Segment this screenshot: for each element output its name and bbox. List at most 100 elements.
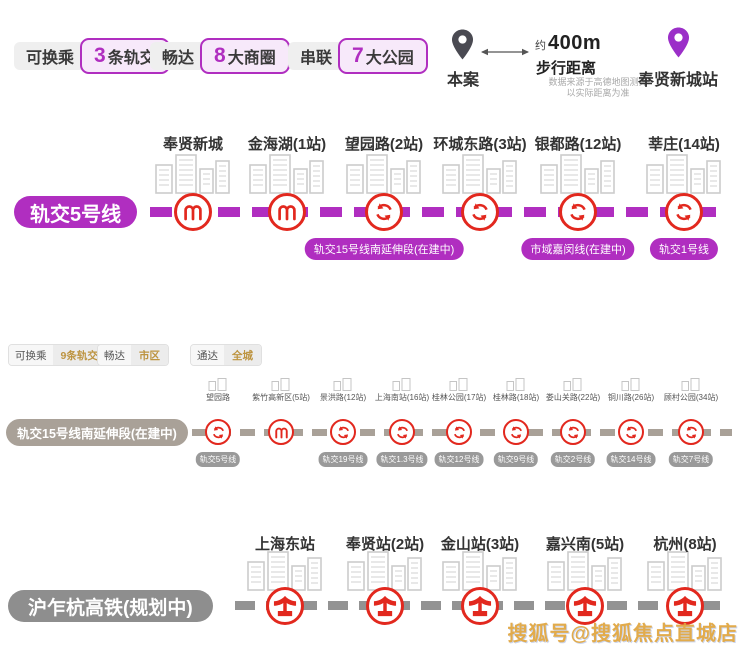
metro-station-marker — [268, 193, 306, 231]
station-name: 紫竹高新区(5站) — [252, 393, 310, 402]
buildings-icon — [343, 549, 427, 591]
station-name: 金海湖(1站) — [247, 136, 327, 153]
transfer-arrows-icon — [468, 200, 492, 224]
transfer-station-marker — [330, 419, 356, 445]
buildings-icon — [643, 549, 727, 591]
badge-value: 8 大商圈 — [200, 38, 290, 74]
station-name: 银都路(12站) — [534, 136, 622, 153]
mini-badge-value: 9条轨交 — [52, 345, 106, 365]
railway-logo-icon — [467, 593, 493, 619]
transfer-station-marker — [665, 193, 703, 231]
station-name: 环城东路(3站) — [433, 136, 527, 153]
mini-badge-label: 通达 — [191, 345, 224, 365]
rail-station-marker — [266, 587, 304, 625]
transfer-tag: 轨交7号线 — [668, 452, 714, 467]
transfer-tag: 轨交5号线 — [195, 452, 241, 467]
railway-logo-icon — [572, 593, 598, 619]
badge-label: 可换乘 — [14, 42, 85, 70]
transfer-tag: 轨交12号线 — [434, 452, 484, 467]
buildings-icon — [562, 377, 584, 391]
badge-number: 8 — [214, 44, 226, 67]
station-name: 桂林路(18站) — [492, 393, 540, 402]
rail-station-marker — [366, 587, 404, 625]
transfer-station-marker — [678, 419, 704, 445]
distance-value: 400m — [548, 32, 602, 54]
distance-prefix: 约 — [535, 40, 546, 52]
railway-logo-icon — [372, 593, 398, 619]
buildings-icon — [505, 377, 527, 391]
mini-badge-citywide: 通达 全城 — [190, 344, 262, 366]
transfer-station-marker — [559, 193, 597, 231]
station-name: 杭州(8站) — [653, 536, 717, 553]
station-name: 顾村公园(34站) — [663, 393, 719, 402]
transfer-station-marker — [618, 419, 644, 445]
badge-rail-lines: 可换乘 3 条轨交 — [14, 38, 170, 74]
line5-bar: 轨交5号线 — [14, 196, 138, 228]
data-source-note: 数据来源于高德地图测算 以实际距离为准 — [518, 77, 678, 99]
transfer-arrows-icon — [508, 424, 525, 441]
station-name: 望园路 — [206, 393, 230, 402]
rail-station-marker — [461, 587, 499, 625]
badge-number: 3 — [94, 44, 106, 67]
transfer-tag: 轨交15号线南延伸段(在建中) — [304, 238, 464, 260]
buildings-icon — [270, 377, 292, 391]
transfer-tag: 轨交19号线 — [318, 452, 368, 467]
buildings-icon — [642, 152, 726, 194]
badge-business-districts: 畅达 8 大商圈 — [150, 38, 290, 74]
station-name: 桂林公园(17站) — [431, 393, 487, 402]
railway-logo-icon — [272, 593, 298, 619]
buildings-icon — [680, 377, 702, 391]
transfer-arrows-icon — [210, 424, 227, 441]
transfer-arrows-icon — [335, 424, 352, 441]
walk-distance-label: 步行距离 — [536, 60, 597, 77]
mini-badge-label: 可换乘 — [9, 345, 53, 365]
buildings-icon — [536, 152, 620, 194]
station-name: 莘庄(14站) — [648, 136, 720, 153]
station-name: 娄山关路(22站) — [545, 393, 601, 402]
buildings-icon — [448, 377, 470, 391]
note-line1: 数据来源于高德地图测算 — [548, 77, 648, 87]
transfer-tag: 轨交1.3号线 — [376, 452, 428, 467]
transfer-arrows-icon — [394, 424, 411, 441]
mini-badge-label: 畅达 — [98, 345, 131, 365]
transfer-station-marker — [461, 193, 499, 231]
note-line2: 以实际距离为准 — [566, 88, 630, 98]
metro-station-marker — [268, 419, 294, 445]
mini-badge-value: 全城 — [224, 345, 261, 365]
buildings-icon — [438, 152, 522, 194]
hsr-bar: 沪乍杭高铁(规划中) — [8, 590, 213, 622]
transfer-station-marker — [560, 419, 586, 445]
watermark: 搜狐号@搜狐焦点直城店 — [507, 623, 738, 645]
railway-logo-icon — [672, 593, 698, 619]
transfer-arrows-icon — [565, 424, 582, 441]
badge-suffix: 大公园 — [365, 50, 414, 67]
buildings-icon — [243, 549, 327, 591]
transfer-station-marker — [446, 419, 472, 445]
badge-label: 畅达 — [150, 42, 205, 70]
station-name: 上海南站(16站) — [374, 393, 430, 402]
transfer-arrows-icon — [372, 200, 396, 224]
line5-track — [150, 207, 720, 217]
metro-logo-icon — [275, 200, 299, 224]
transfer-arrows-icon — [672, 200, 696, 224]
transfer-tag: 轨交2号线 — [550, 452, 596, 467]
destination-station-label: 奉贤新城站 — [637, 72, 719, 89]
badge-parks: 串联 7 大公园 — [288, 38, 428, 74]
buildings-icon — [342, 152, 426, 194]
mini-badge-value: 市区 — [131, 345, 168, 365]
station-name: 奉贤站(2站) — [345, 536, 425, 553]
transfer-station-marker — [503, 419, 529, 445]
buildings-icon — [151, 152, 235, 194]
station-name: 铜川路(26站) — [607, 393, 655, 402]
badge-suffix: 大商圈 — [227, 50, 276, 67]
badge-number: 7 — [352, 44, 364, 67]
transfer-station-marker — [389, 419, 415, 445]
transfer-tag: 市域嘉闵线(在建中) — [521, 238, 635, 260]
mini-badge-downtown: 畅达 市区 — [97, 344, 169, 366]
transfer-arrows-icon — [623, 424, 640, 441]
metro-logo-icon — [181, 200, 205, 224]
badge-value: 7 大公园 — [338, 38, 428, 74]
rail-station-marker — [666, 587, 704, 625]
